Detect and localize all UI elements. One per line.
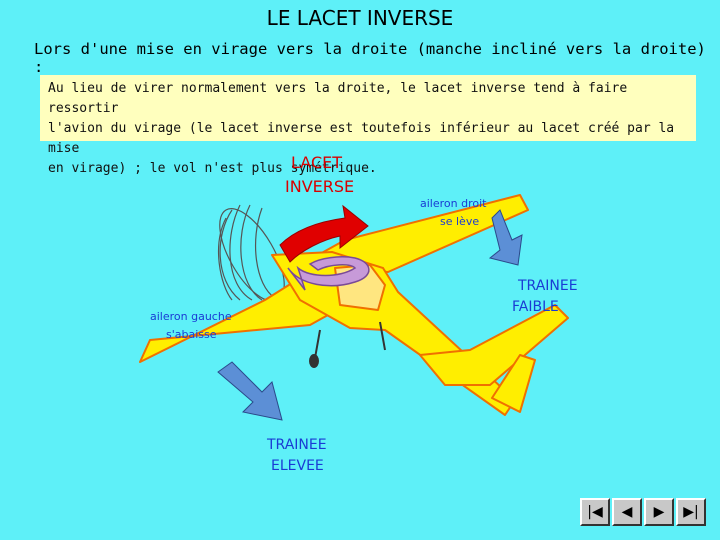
explanation-line-3: en virage) ; le vol n'est plus symétriqu… xyxy=(48,161,377,176)
nav-prev-button[interactable]: ◀ xyxy=(612,498,642,526)
page-title: LE LACET INVERSE xyxy=(266,6,454,30)
nav-last-button[interactable]: ▶| xyxy=(676,498,706,526)
gear xyxy=(314,321,386,359)
aileron-droit-label-line-2: se lève xyxy=(440,215,480,228)
nav-first-button[interactable]: |◀ xyxy=(580,498,610,526)
lacet-label-line-2: INVERSE xyxy=(285,177,355,196)
trainee-faible-label-line-2: FAIBLE xyxy=(512,299,559,315)
airplane xyxy=(139,194,569,416)
explanation-line-1: Au lieu de virer normalement vers la dro… xyxy=(48,81,628,116)
drag-arrow-high xyxy=(217,361,283,421)
lacet-label-line-1: LACET xyxy=(291,153,342,172)
explanation-box: Au lieu de virer normalement vers la dro… xyxy=(40,75,696,176)
aileron-droit-label-line-1: aileron droit xyxy=(420,197,487,210)
lacet-arrow-red xyxy=(279,204,369,263)
aileron-gauche-label-line-1: aileron gauche xyxy=(150,310,232,323)
subtitle: Lors d'une mise en virage vers la droite… xyxy=(34,40,706,76)
stabilizer xyxy=(419,304,569,386)
drag-arrow-weak xyxy=(488,209,523,266)
fin xyxy=(491,354,536,413)
trainee-faible-label-line-1: TRAINEE xyxy=(518,278,578,294)
explanation-line-2: l'avion du virage (le lacet inverse est … xyxy=(48,121,675,156)
trainee-elevee-label-line-1: TRAINEE xyxy=(267,437,327,453)
lacet-arrow-pink xyxy=(287,256,370,291)
trainee-elevee-label-line-2: ELEVEE xyxy=(271,458,324,474)
aileron-gauche-label-line-2: s'abaisse xyxy=(166,328,217,341)
nav-next-button[interactable]: ▶ xyxy=(644,498,674,526)
